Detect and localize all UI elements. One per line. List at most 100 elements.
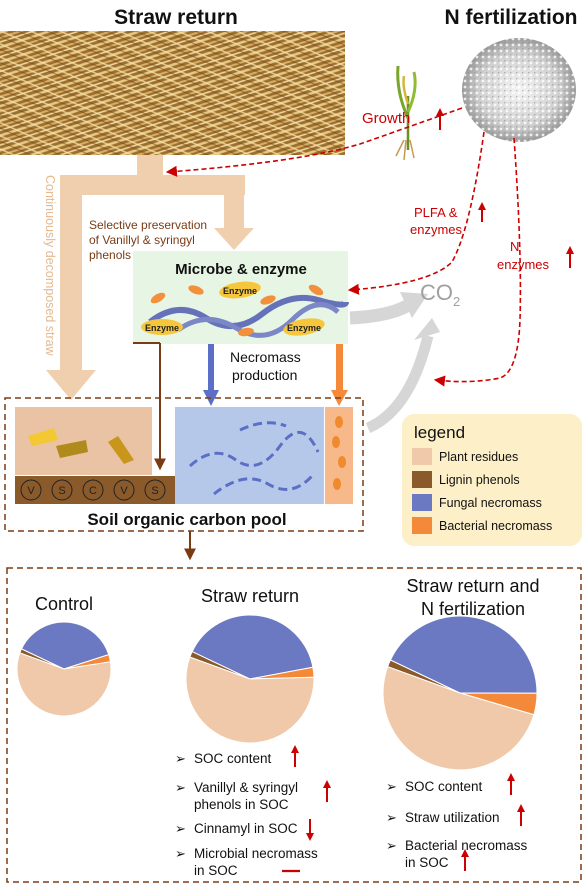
result-bullet: ➢ SOC content (386, 773, 515, 795)
bullet-text: in SOC (194, 863, 238, 878)
trend-up-icon (517, 804, 525, 826)
straw-flow-arrow (46, 155, 254, 400)
result-bullet: ➢ Cinnamyl in SOC (175, 819, 314, 841)
bullet-text: SOC content (194, 751, 272, 766)
results-box (6, 567, 582, 883)
bullet-marker: ➢ (175, 780, 186, 795)
svg-text:Enzyme: Enzyme (223, 286, 257, 296)
pie-chart (185, 614, 315, 744)
n-enzymes-label-1: N (510, 239, 519, 254)
plfa-enzymes-label-1: PLFA & (414, 205, 458, 220)
pie-title-control: Control (35, 594, 93, 614)
growth-label: Growth (362, 110, 410, 127)
legend-label: Lignin phenols (439, 473, 520, 487)
bullet-text: Microbial necromass (194, 846, 318, 861)
pie-chart (382, 615, 538, 771)
legend-label: Fungal necromass (439, 496, 542, 510)
fungal-necromass-panel (175, 407, 324, 504)
bullet-marker: ➢ (175, 821, 186, 836)
svg-text:V: V (27, 485, 35, 497)
lignin-s-1: S (51, 479, 73, 501)
growth-up-arrow (436, 108, 444, 130)
co2-emission-arrows (349, 292, 440, 434)
legend-item: Plant residues (412, 448, 518, 465)
pie-slice-plant-residues (382, 666, 535, 771)
bacterial-necromass-arrow (331, 344, 348, 406)
bacteria-icons (150, 284, 324, 337)
n-enzymes-label-2: enzymes (497, 257, 550, 272)
lignin-c: C (82, 479, 104, 501)
lignin-v-1: V (20, 479, 42, 501)
legend-swatch (412, 517, 432, 534)
red-dashed-arrows (165, 107, 522, 387)
selective-preservation-label-3: phenols (89, 248, 131, 262)
seedling-icon (395, 65, 417, 161)
enzyme-ellipse-1: Enzyme (219, 281, 261, 299)
plant-residues-panel (15, 407, 152, 475)
pie-title-straw-return: Straw return (201, 586, 299, 606)
soc-pool-label: Soil organic carbon pool (87, 510, 286, 529)
legend-title: legend (414, 423, 465, 442)
pie-slice-plant-residues (185, 656, 315, 744)
result-bullet: ➢ Microbial necromass in SOC (175, 846, 318, 878)
legend-item: Fungal necromass (412, 494, 542, 511)
pie-slice-fungal-necromass (389, 615, 538, 694)
n-fertilization-header: N fertilization (444, 6, 577, 29)
selective-preservation-label-1: Selective preservation (89, 218, 207, 232)
trend-up-icon (323, 780, 331, 802)
necromass-production-label-2: production (232, 367, 297, 383)
legend-item: Lignin phenols (412, 471, 520, 488)
microbe-enzyme-title: Microbe & enzyme (175, 261, 307, 278)
legend-label: Plant residues (439, 450, 518, 464)
soc-pool-box (4, 397, 364, 532)
straw-image (0, 31, 345, 155)
lignin-s-2: S (144, 479, 166, 501)
plfa-up-arrow (478, 202, 486, 222)
svg-text:Enzyme: Enzyme (287, 323, 321, 333)
plfa-enzymes-label-2: enzymes (410, 222, 463, 237)
selective-preservation-label-2: of Vanillyl & syringyl (89, 233, 195, 247)
legend-item: Bacterial necromass (412, 517, 552, 534)
trend-up-icon (507, 773, 515, 795)
pie-title-n-fert-line2: N fertilization (421, 599, 525, 619)
bullet-text: Cinnamyl in SOC (194, 821, 298, 836)
enzyme-ellipse-2: Enzyme (141, 319, 183, 335)
pie-slice-plant-residues (16, 652, 112, 717)
svg-text:S: S (151, 485, 158, 497)
trend-up-icon (461, 849, 469, 871)
bullet-text: Vanillyl & syringyl (194, 780, 298, 795)
bullet-text: Straw utilization (405, 810, 500, 825)
lignin-phenol-bar: V S C V S (15, 476, 175, 504)
legend-swatch (412, 448, 432, 465)
bacterial-necromass-panel (325, 407, 353, 504)
bullet-marker: ➢ (175, 846, 186, 861)
bullet-text: SOC content (405, 779, 483, 794)
fertilizer-granules-image (462, 38, 576, 142)
pie-chart (16, 621, 112, 717)
bullet-marker: ➢ (386, 779, 397, 794)
bullet-marker: ➢ (386, 838, 397, 853)
svg-text:V: V (120, 485, 128, 497)
trend-up-icon (291, 745, 299, 767)
bullet-text: phenols in SOC (194, 797, 289, 812)
microbe-enzyme-box: Microbe & enzyme Enzyme Enzyme Enzyme (133, 251, 349, 344)
pie-title-n-fert-line1: Straw return and (406, 576, 539, 596)
bullet-marker: ➢ (175, 751, 186, 766)
svg-text:Enzyme: Enzyme (145, 323, 179, 333)
necromass-production-label-1: Necromass (230, 349, 301, 365)
enzyme-ellipse-3: Enzyme (283, 318, 325, 336)
svg-text:C: C (89, 485, 97, 497)
pie-slice-fungal-necromass (191, 614, 314, 680)
pie-slice-fungal-necromass (20, 621, 110, 670)
result-bullet: ➢Straw utilization (386, 804, 525, 826)
legend-swatch (412, 471, 432, 488)
legend-label: Bacterial necromass (439, 519, 552, 533)
fungal-necromass-arrow (203, 344, 219, 406)
n-enzymes-up-arrow (566, 246, 574, 268)
bullet-text: in SOC (405, 855, 449, 870)
lignin-phenol-arrow (133, 342, 166, 471)
result-bullet: ➢ SOC content (175, 745, 299, 767)
